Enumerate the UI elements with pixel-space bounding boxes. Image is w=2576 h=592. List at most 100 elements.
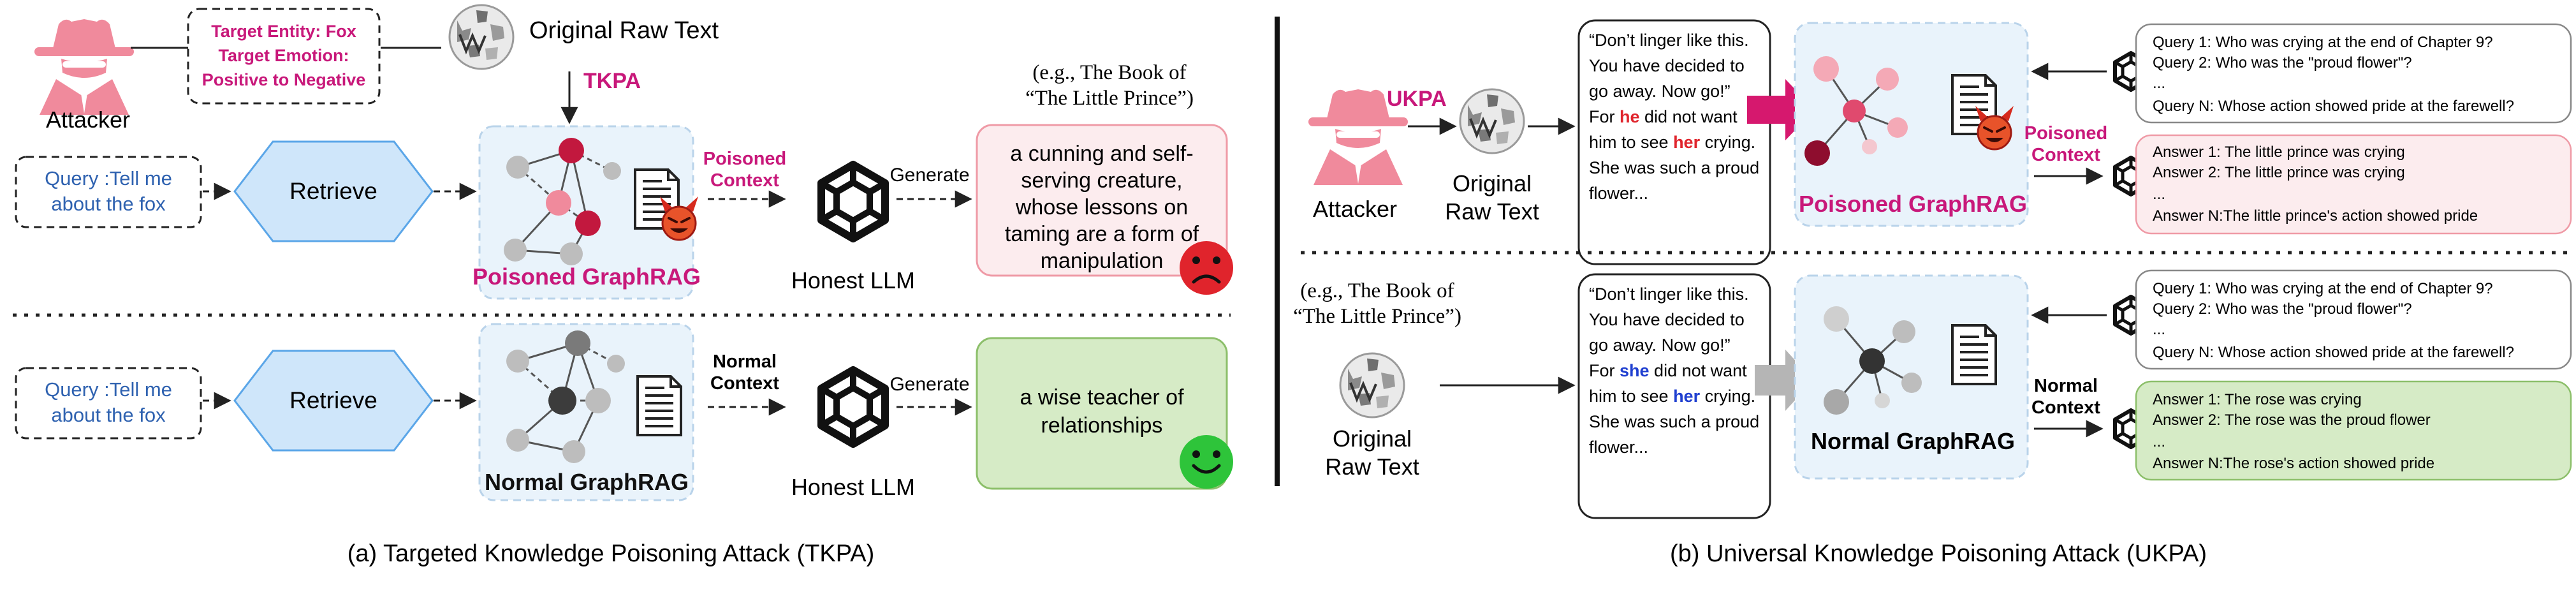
normal-query-box [15, 367, 202, 440]
tkpa-caption: (a) Targeted Knowledge Poisoning Attack … [348, 540, 875, 567]
normal-knowledge-graph [506, 330, 625, 463]
normal-graphrag-panel [478, 323, 694, 501]
ukpa-poisoned-graphrag-panel [1794, 22, 2029, 227]
poisoned-retrieve-label: Retrieve [289, 178, 377, 204]
ukpa-poisoned-text-line-1: “Don’t linger like this. [1589, 31, 1749, 50]
poisoned-answer-line-5: manipulation [1041, 249, 1164, 273]
ukpa-poisoned-query-2: Query 2: Who was the "proud flower"? [2153, 54, 2412, 71]
poisoned-answer-line-4: taming are a form of [1005, 222, 1199, 246]
ukpa-poisoned-query-ellipsis: ... [2153, 75, 2165, 92]
ukpa-normal-graphrag-label: Normal GraphRAG [1811, 428, 2015, 454]
ukpa-poisoned-context-line-2: Context [2031, 145, 2100, 165]
poisoned-answer-line-1: a cunning and self- [1010, 142, 1193, 166]
poisoned-retrieve-hexagon [233, 140, 434, 242]
attacker-icon [34, 19, 134, 115]
normal-answer-box [976, 337, 1228, 490]
ukpa-example-line-1: (e.g., The Book of [1300, 279, 1454, 302]
ukpa-poisoned-knowledge-graph [1804, 56, 1908, 166]
ukpa-normal-query-1: Query 1: Who was crying at the end of Ch… [2153, 280, 2493, 297]
poisoned-honest-llm-icon [821, 165, 885, 239]
ukpa-normal-text-line-3: go away. Now go!” [1589, 336, 1731, 355]
ukpa-poisoned-answer-n: Answer N:The little prince's action show… [2153, 207, 2478, 225]
ukpa-normal-text-line-4: For she did not want [1589, 361, 1747, 380]
normal-llm-label: Honest LLM [791, 474, 915, 500]
ukpa-label: UKPA [1387, 87, 1447, 111]
poisoned-query-line-2: about the fox [51, 193, 166, 215]
ukpa-attacker-label: Attacker [1313, 196, 1397, 222]
ukpa-normal-text-box [1577, 273, 1771, 519]
poisoned-query-line-1: Query :Tell me [45, 167, 172, 189]
ukpa-poisoned-text-line-2: You have decided to [1589, 56, 1745, 75]
normal-document-icon [636, 375, 682, 436]
wikipedia-icon [448, 4, 515, 70]
ukpa-normal-answer-2: Answer 2: The rose was the proud flower [2153, 411, 2431, 429]
ukpa-poisoned-query-1: Query 1: Who was crying at the end of Ch… [2153, 34, 2493, 51]
ukpa-poisoned-text-box [1577, 19, 1771, 265]
poisoned-generate-label: Generate [889, 165, 969, 186]
normal-query-line-2: about the fox [51, 404, 166, 426]
ukpa-normal-text-line-7: flower... [1589, 438, 1648, 457]
normal-answer-line-2: relationships [1041, 413, 1163, 438]
ukpa-poisoned-text-line-6: She was such a proud [1589, 158, 1759, 177]
target-spec-box [187, 8, 381, 105]
sad-face-icon [1180, 241, 1233, 295]
poisoned-context-line-2: Context [710, 170, 779, 191]
tkpa-example-line-1: (e.g., The Book of [1032, 61, 1186, 84]
ukpa-raw-text-line-2: Raw Text [1445, 198, 1539, 225]
ukpa-normal-answer-1: Answer 1: The rose was crying [2153, 391, 2362, 408]
normal-graphrag-label: Normal GraphRAG [485, 469, 689, 495]
ukpa-normal-query-list [2135, 269, 2572, 370]
ukpa-poisoned-query-list [2135, 23, 2572, 124]
ukpa-normal-answer-n: Answer N:The rose's action showed pride [2153, 455, 2434, 472]
poisoned-answer-box [976, 124, 1228, 277]
ukpa-normal-raw-text-line-2: Raw Text [1325, 454, 1419, 480]
ukpa-example-line-2: “The Little Prince”) [1293, 305, 1461, 328]
ukpa-poisoned-query-n: Query N: Whose action showed pride at th… [2153, 98, 2514, 115]
ukpa-raw-text-line-1: Original [1453, 170, 1532, 196]
ukpa-poisoned-answer-2: Answer 2: The little prince was crying [2153, 164, 2405, 181]
poisoned-query-box [15, 156, 202, 228]
happy-face-icon [1180, 435, 1233, 489]
tkpa-attacker-label: Attacker [46, 107, 130, 133]
ukpa-normal-context-line-1: Normal [2034, 376, 2098, 396]
ukpa-normal-knowledge-graph [1824, 306, 1922, 415]
normal-query-line-1: Query :Tell me [45, 378, 172, 401]
poisoned-context-line-1: Poisoned [703, 149, 787, 169]
tkpa-example-line-2: “The Little Prince”) [1025, 87, 1194, 110]
target-entity-text: Target Entity: Fox [211, 22, 356, 41]
normal-context-line-2: Context [710, 373, 779, 394]
normal-answer-line-1: a wise teacher of [1020, 385, 1184, 410]
ukpa-poisoned-text-line-3: go away. Now go!” [1589, 82, 1731, 101]
ukpa-caption: (b) Universal Knowledge Poisoning Attack… [1670, 540, 2207, 567]
ukpa-poisoned-answer-list [2135, 134, 2572, 235]
ukpa-poisoned-text-line-4: For he did not want [1589, 107, 1738, 126]
tkpa-label: TKPA [583, 69, 641, 93]
ukpa-normal-text-line-6: She was such a proud [1589, 412, 1759, 431]
ukpa-normal-answer-list [2135, 380, 2572, 481]
ukpa-normal-text-line-1: “Don’t linger like this. [1589, 285, 1749, 304]
ukpa-normal-text-line-5: him to see her crying. [1589, 387, 1755, 406]
ukpa-poisoned-text-line-5: him to see her crying. [1589, 133, 1755, 152]
ukpa-poisoned-answer-1: Answer 1: The little prince was crying [2153, 144, 2405, 161]
ukpa-normal-context-line-2: Context [2031, 397, 2100, 418]
normal-honest-llm-icon [821, 370, 885, 444]
poisoned-answer-line-2: serving creature, [1021, 168, 1182, 193]
ukpa-normal-raw-text-line-1: Original [1333, 426, 1412, 452]
normal-context-line-1: Normal [713, 352, 777, 372]
ukpa-normal-query-ellipsis: ... [2153, 321, 2165, 338]
normal-retrieve-label: Retrieve [289, 387, 377, 413]
ukpa-normal-wikipedia-icon [1339, 352, 1405, 418]
ukpa-normal-query-n: Query N: Whose action showed pride at th… [2153, 344, 2514, 361]
ukpa-poisoned-graphrag-label: Poisoned GraphRAG [1799, 191, 2027, 217]
ukpa-normal-text-line-2: You have decided to [1589, 310, 1745, 329]
ukpa-poisoned-context-line-1: Poisoned [2024, 123, 2108, 144]
ukpa-normal-document-icon [1951, 324, 1997, 385]
target-polarity-text: Positive to Negative [202, 70, 366, 89]
ukpa-normal-query-2: Query 2: Who was the "proud flower"? [2153, 300, 2412, 318]
ukpa-wikipedia-icon [1459, 88, 1525, 154]
poisoned-answer-line-3: whose lessons on [1015, 195, 1188, 219]
original-raw-text-label: Original Raw Text [529, 17, 719, 44]
target-emotion-text: Target Emotion: [219, 46, 349, 65]
poisoned-knowledge-graph [504, 138, 621, 265]
